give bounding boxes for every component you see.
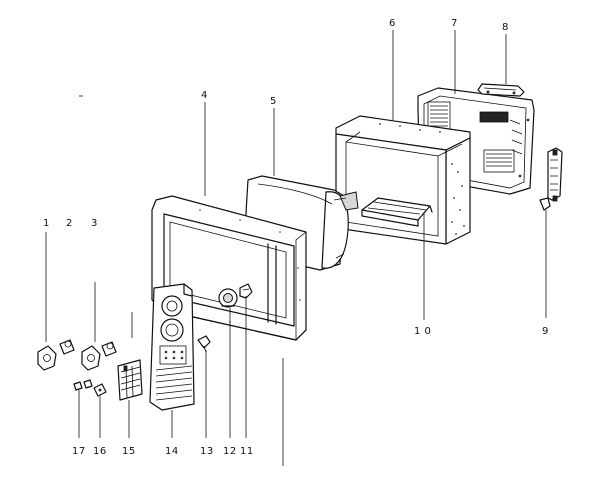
callout-5: 5 xyxy=(270,96,277,107)
callout-6: 6 xyxy=(389,18,396,29)
callout-1: 1 xyxy=(43,218,50,229)
callout-9: 9 xyxy=(542,326,549,337)
part-knob-large xyxy=(218,288,238,308)
callout-15: 15 xyxy=(122,446,136,457)
part-clip-16 xyxy=(93,383,107,397)
callout-16: 16 xyxy=(93,446,107,457)
callout-17: 17 xyxy=(72,446,86,457)
callout-10: 1 0 xyxy=(414,326,431,337)
callout-2: 2 xyxy=(66,218,73,229)
part-knob-small xyxy=(239,283,253,299)
part-knob-shaft xyxy=(59,339,117,357)
part-side-bracket xyxy=(539,147,563,211)
part-chassis xyxy=(361,197,433,227)
part-knob-cap-3 xyxy=(81,345,101,371)
part-screw xyxy=(197,335,211,353)
callout-13: 13 xyxy=(200,446,214,457)
part-cabinet xyxy=(335,115,471,245)
callout-12: 12 xyxy=(223,446,237,457)
callout-7: 7 xyxy=(451,18,458,29)
callout-11: 11 xyxy=(240,446,254,457)
part-knob-cap-1 xyxy=(37,345,57,371)
part-clip-17 xyxy=(73,379,93,391)
part-control-panel xyxy=(149,283,195,411)
leader-lines xyxy=(45,30,547,466)
cabinet-woodgrain xyxy=(379,123,465,235)
callout-3: 3 xyxy=(91,218,98,229)
callout-8: 8 xyxy=(502,22,509,33)
callout-4: 4 xyxy=(201,90,208,101)
part-grille xyxy=(117,359,143,401)
part-handle xyxy=(477,83,525,97)
callout-14: 14 xyxy=(165,446,179,457)
callout-labels: 1 2 3 4 5 6 7 8 9 1 0 11 12 13 14 15 16 … xyxy=(43,18,549,457)
